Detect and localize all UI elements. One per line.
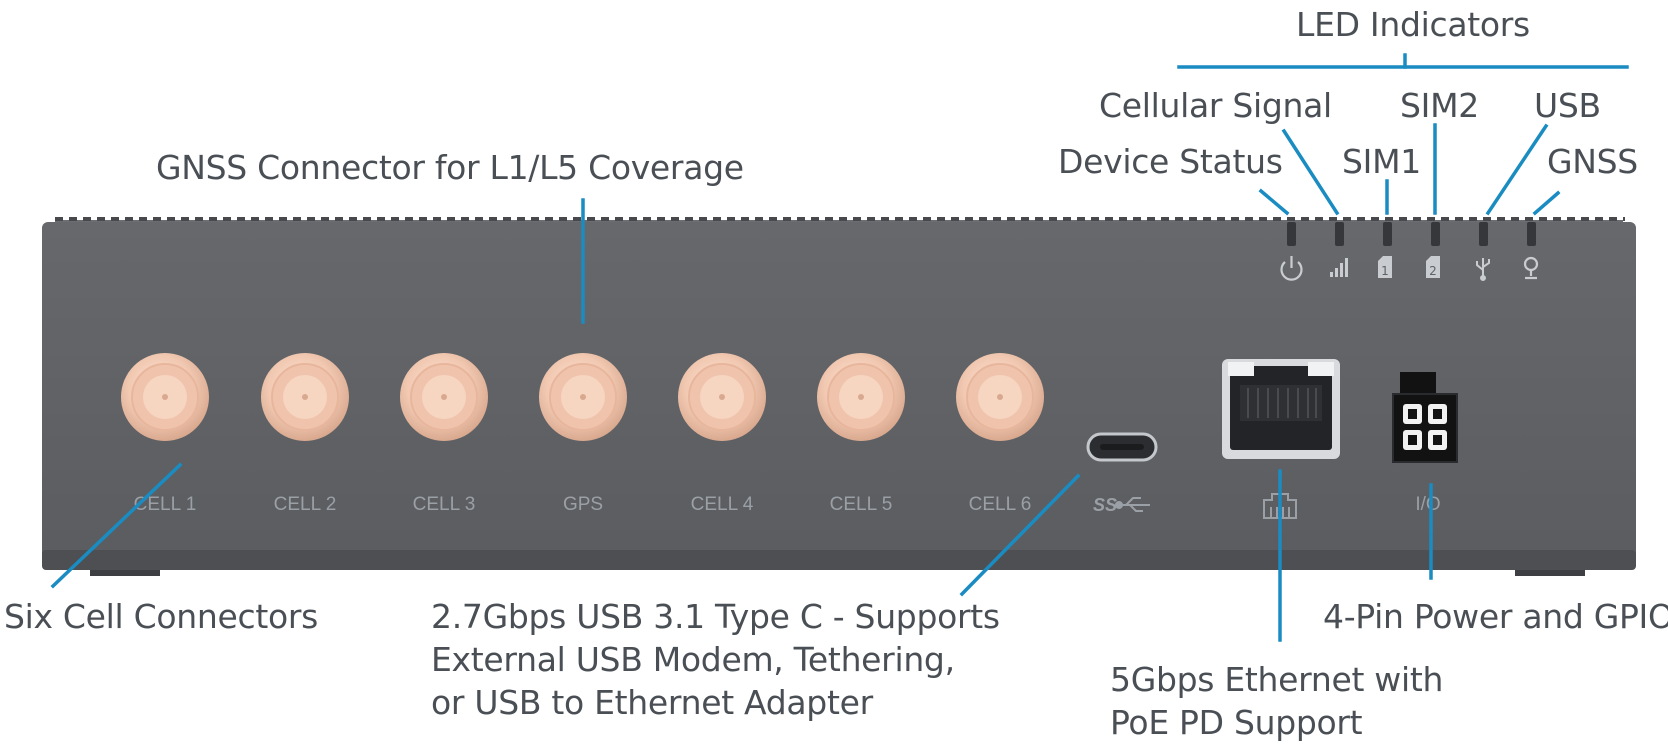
usb-c-port [1086, 432, 1158, 462]
svg-text:2: 2 [1429, 264, 1437, 278]
sim2-label: SIM2 [1400, 86, 1479, 125]
device-status-label: Device Status [1058, 142, 1283, 181]
ethernet-line-2: PoE PD Support [1110, 703, 1363, 742]
sma-connectors [121, 353, 1044, 441]
device-status-leader [1258, 188, 1290, 216]
port-label-cell6: CELL 6 [969, 494, 1032, 515]
port-label-cell1: CELL 1 [134, 494, 197, 515]
four-pin-power-connector [1392, 372, 1458, 463]
sim2-icon: 2 [1426, 256, 1440, 278]
signal-bars-icon [1330, 258, 1348, 277]
port-label-cell2: CELL 2 [274, 494, 337, 515]
cell1-connector [121, 353, 209, 441]
ethernet-port [1222, 359, 1340, 459]
svg-text:SS: SS [1093, 495, 1117, 515]
port-label-cell3: CELL 3 [413, 494, 476, 515]
usb-leader [1485, 123, 1549, 216]
usb-c-leader [959, 473, 1081, 597]
sim1-icon: 1 [1378, 256, 1392, 278]
cellular-signal-leader [1281, 128, 1340, 216]
power-gpio-label: 4-Pin Power and GPIO [1323, 597, 1668, 636]
cell3-connector [400, 353, 488, 441]
cell2-connector [261, 353, 349, 441]
gps-connector [539, 353, 627, 441]
gnss-connector-label: GNSS Connector for L1/L5 Coverage [156, 148, 744, 187]
led-indicators-label: LED Indicators [1296, 5, 1530, 44]
six-cell-leader [50, 462, 183, 589]
ethernet-port-icon [1263, 493, 1297, 519]
svg-text:1: 1 [1381, 264, 1389, 278]
usb-icon [1476, 258, 1490, 281]
port-labels: CELL 1 CELL 2 CELL 3 GPS CELL 4 CELL 5 C… [134, 494, 1441, 515]
cell6-connector [956, 353, 1044, 441]
superspeed-usb-icon: SS [1093, 495, 1150, 515]
port-label-cell4: CELL 4 [691, 494, 754, 515]
gnss-label: GNSS [1547, 142, 1638, 181]
cell5-connector [817, 353, 905, 441]
port-label-io: I/O [1415, 494, 1440, 515]
led-row [1287, 222, 1536, 246]
sim1-label: SIM1 [1342, 142, 1421, 181]
usb-label: USB [1534, 86, 1601, 125]
gnss-pin-icon [1523, 256, 1539, 280]
usb-c-line-2: External USB Modem, Tethering, [431, 640, 955, 679]
usb-c-line-1: 2.7Gbps USB 3.1 Type C - Supports [431, 597, 1000, 636]
cell4-connector [678, 353, 766, 441]
six-cell-connectors-label: Six Cell Connectors [4, 597, 319, 636]
cellular-signal-label: Cellular Signal [1099, 86, 1332, 125]
power-icon [1280, 256, 1303, 281]
port-label-gps: GPS [563, 494, 603, 515]
usb-c-line-3: or USB to Ethernet Adapter [431, 683, 873, 722]
port-label-cell5: CELL 5 [830, 494, 893, 515]
callout-lines [50, 53, 1629, 642]
ethernet-line-1: 5Gbps Ethernet with [1110, 660, 1444, 699]
gnss-leader [1532, 190, 1561, 216]
